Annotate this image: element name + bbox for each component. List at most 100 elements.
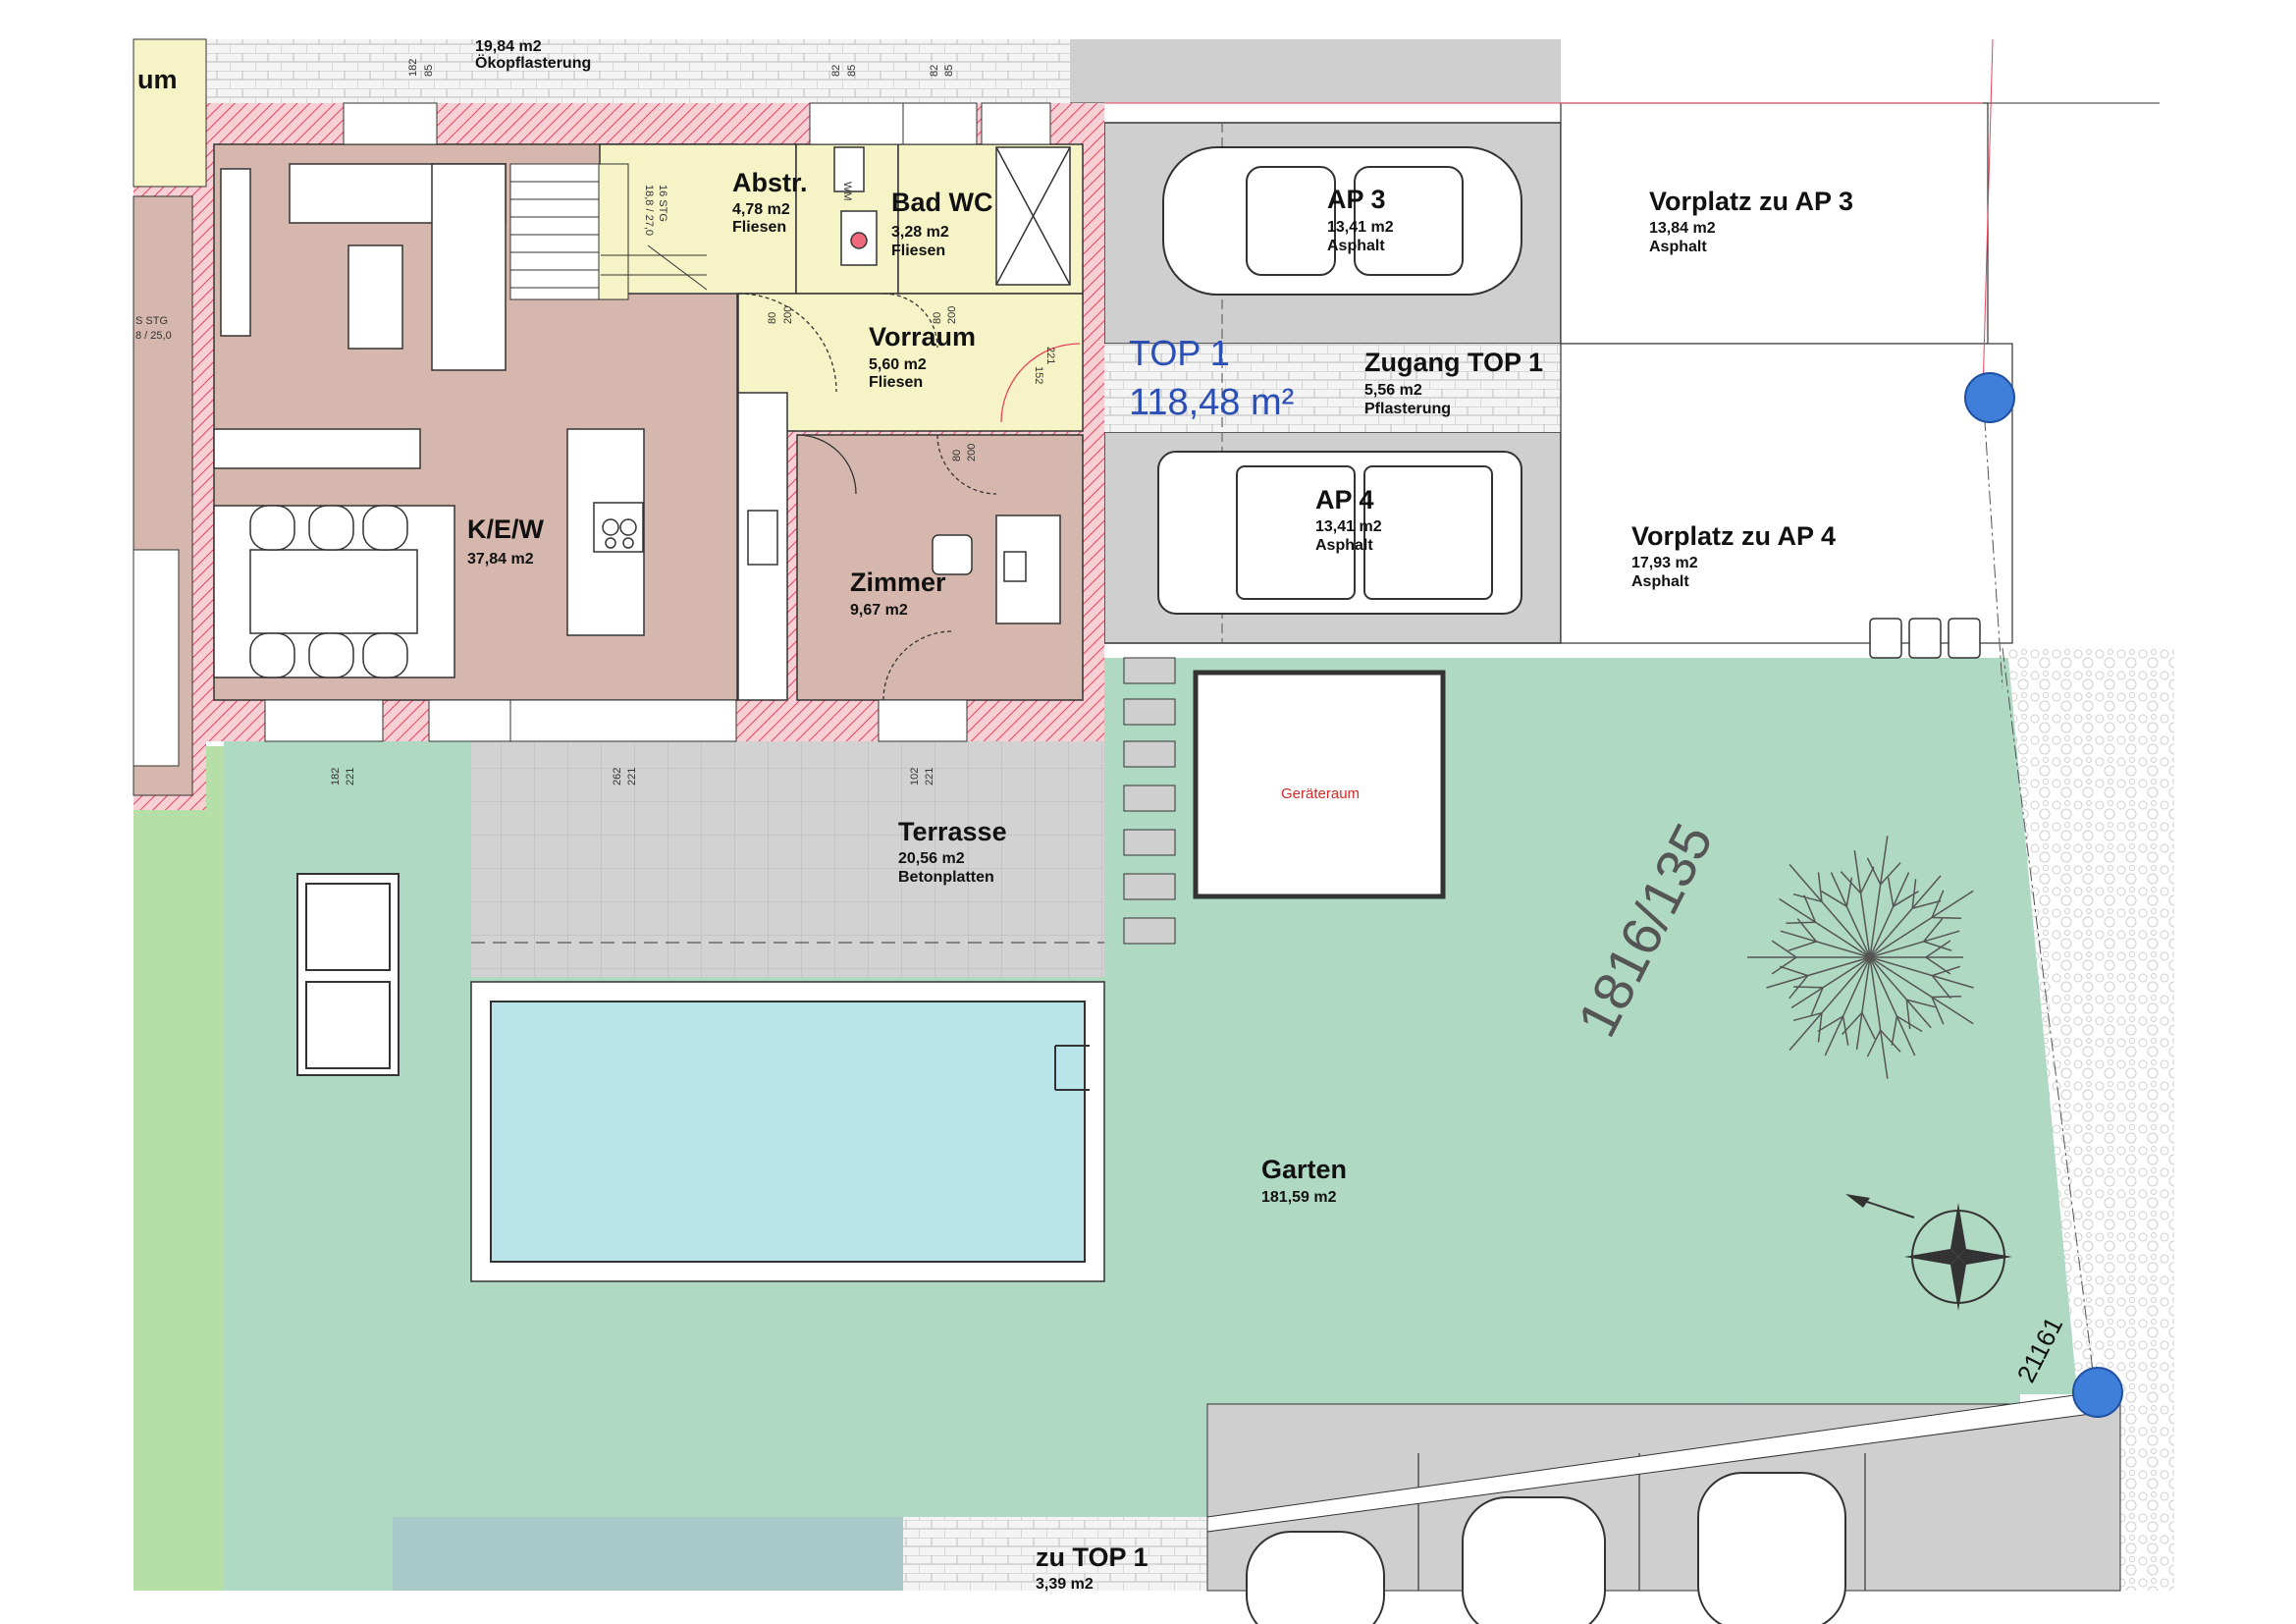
top-paving-strip [206,39,1070,103]
label-stair-ratio: 18,8 / 27,0 [643,185,655,236]
label-stair-left-b: 8 / 25,0 [135,330,172,342]
label-terrasse-name: Terrasse [898,817,1007,846]
label-garten-name: Garten [1261,1155,1347,1184]
tree-twig [1817,872,1823,902]
pool-ladder [1054,1045,1090,1091]
sun-loungers [296,873,400,1076]
tree-twig [1931,890,1945,918]
label-ap4-area: 13,41 m2 [1315,518,1382,535]
dim-80-c: 80 [951,450,963,461]
dim-221-g: 221 [924,768,935,785]
zugang-paving [1080,344,1561,432]
label-zimmer-name: Zimmer [850,568,946,597]
label-cut-room: um [137,65,178,94]
dim-80-a: 80 [767,312,778,324]
dim-182-e: 182 [330,768,342,785]
tree-twig [1923,941,1952,951]
label-zugang-area: 5,56 m2 [1364,382,1422,399]
label-zu-top1-name: zu TOP 1 [1036,1543,1148,1572]
tree-branch [1780,930,1871,958]
tree-twig [1923,918,1944,943]
tree-branch [1869,836,1889,958]
kitchen [213,392,788,701]
tree-twig [1842,1015,1849,1046]
label-vorraum-area: 5,60 m2 [869,356,927,373]
label-vorplatz-ap3-material: Asphalt [1649,239,1707,255]
tree-twig [1786,921,1816,924]
tree-twig [1911,879,1917,909]
label-ap4-material: Asphalt [1315,537,1373,554]
label-top-area: 118,48 m² [1129,382,1294,423]
parking-top-gray [1070,39,1561,103]
dim-221-e: 221 [345,768,356,785]
label-bad-area: 3,28 m2 [891,224,949,241]
tree-twig [1817,1015,1843,1033]
dim-102-g: 102 [909,768,921,785]
vorplatz-ap4-area [1560,343,2013,644]
label-vorplatz-ap3-name: Vorplatz zu AP 3 [1649,187,1853,216]
tree-twig [1840,871,1862,894]
dim-85-top: 85 [423,65,435,77]
tree-twig [1792,893,1823,903]
label-vorplatz-ap3-area: 13,84 m2 [1649,220,1716,237]
label-vorraum-name: Vorraum [869,322,976,352]
left-green-strip [133,746,224,1591]
label-ap3-name: AP 3 [1327,185,1386,214]
tree-twig [1932,916,1962,920]
label-vorplatz-ap4-material: Asphalt [1631,573,1689,590]
label-zugang-material: Pflasterung [1364,401,1451,417]
tree-twig [1880,862,1901,886]
neighbor-bottom-area [393,1517,903,1591]
label-garten-area: 181,59 m2 [1261,1189,1337,1206]
dim-221-d: 221 [1044,347,1056,364]
tree-twig [1866,857,1882,886]
dimension-labels: 182 85 82 85 82 85 80 200 80 200 80 200 … [330,59,1056,785]
survey-marker-2 [2072,1367,2123,1418]
label-stair-steps: 16 STG [657,185,668,222]
tree-twig [1771,956,1797,975]
label-bad-material: Fliesen [891,243,945,259]
tree-branch [1855,956,1871,1051]
room-abstr [599,143,797,295]
staircase [509,163,708,300]
tree-twig [1891,1015,1898,1046]
tree-twig [1859,866,1875,894]
label-abstr-area: 4,78 m2 [732,201,790,218]
gravel-strip [2007,648,2174,1591]
car-ap4 [1157,451,1522,615]
tree-twig [1817,1012,1823,1043]
tree-branch [1869,956,1932,1029]
tree-branch [1830,872,1871,958]
doors [737,293,1081,701]
label-ap3-area: 13,41 m2 [1327,219,1394,236]
dim-200-b: 200 [946,306,958,324]
tree-twig [1803,894,1817,923]
tree-twig [1861,1012,1876,1040]
tree-branch [1869,956,1889,1079]
dim-82-top-c: 82 [929,65,940,77]
label-terrasse-area: 20,56 m2 [898,850,965,867]
dim-200-c: 200 [966,444,978,461]
tree-twig [1931,975,1951,1000]
label-kew-name: K/E/W [467,514,545,544]
label-vorplatz-ap4-area: 17,93 m2 [1631,555,1698,571]
trash-bins [1869,618,1981,659]
label-vorraum-material: Fliesen [869,374,923,391]
shed [1193,670,1446,899]
neighbor-unit-left [133,38,207,188]
tree-twig [1810,987,1824,1015]
label-kew-area: 37,84 m2 [467,551,534,568]
label-wm: WM [841,182,853,201]
dim-200-a: 200 [782,306,794,324]
tree-branch [1789,864,1871,958]
dim-152-d: 152 [1033,366,1044,384]
label-ap3-material: Asphalt [1327,238,1385,254]
label-zimmer-area: 9,67 m2 [850,602,908,619]
car-ap3 [1162,146,1522,296]
vorplatz-ap3-area [1560,102,1989,345]
stepping-stones [1123,657,1176,945]
bath-fixtures [833,146,1071,286]
tree-branch [1766,956,1871,989]
tree-branch [1869,875,1942,958]
